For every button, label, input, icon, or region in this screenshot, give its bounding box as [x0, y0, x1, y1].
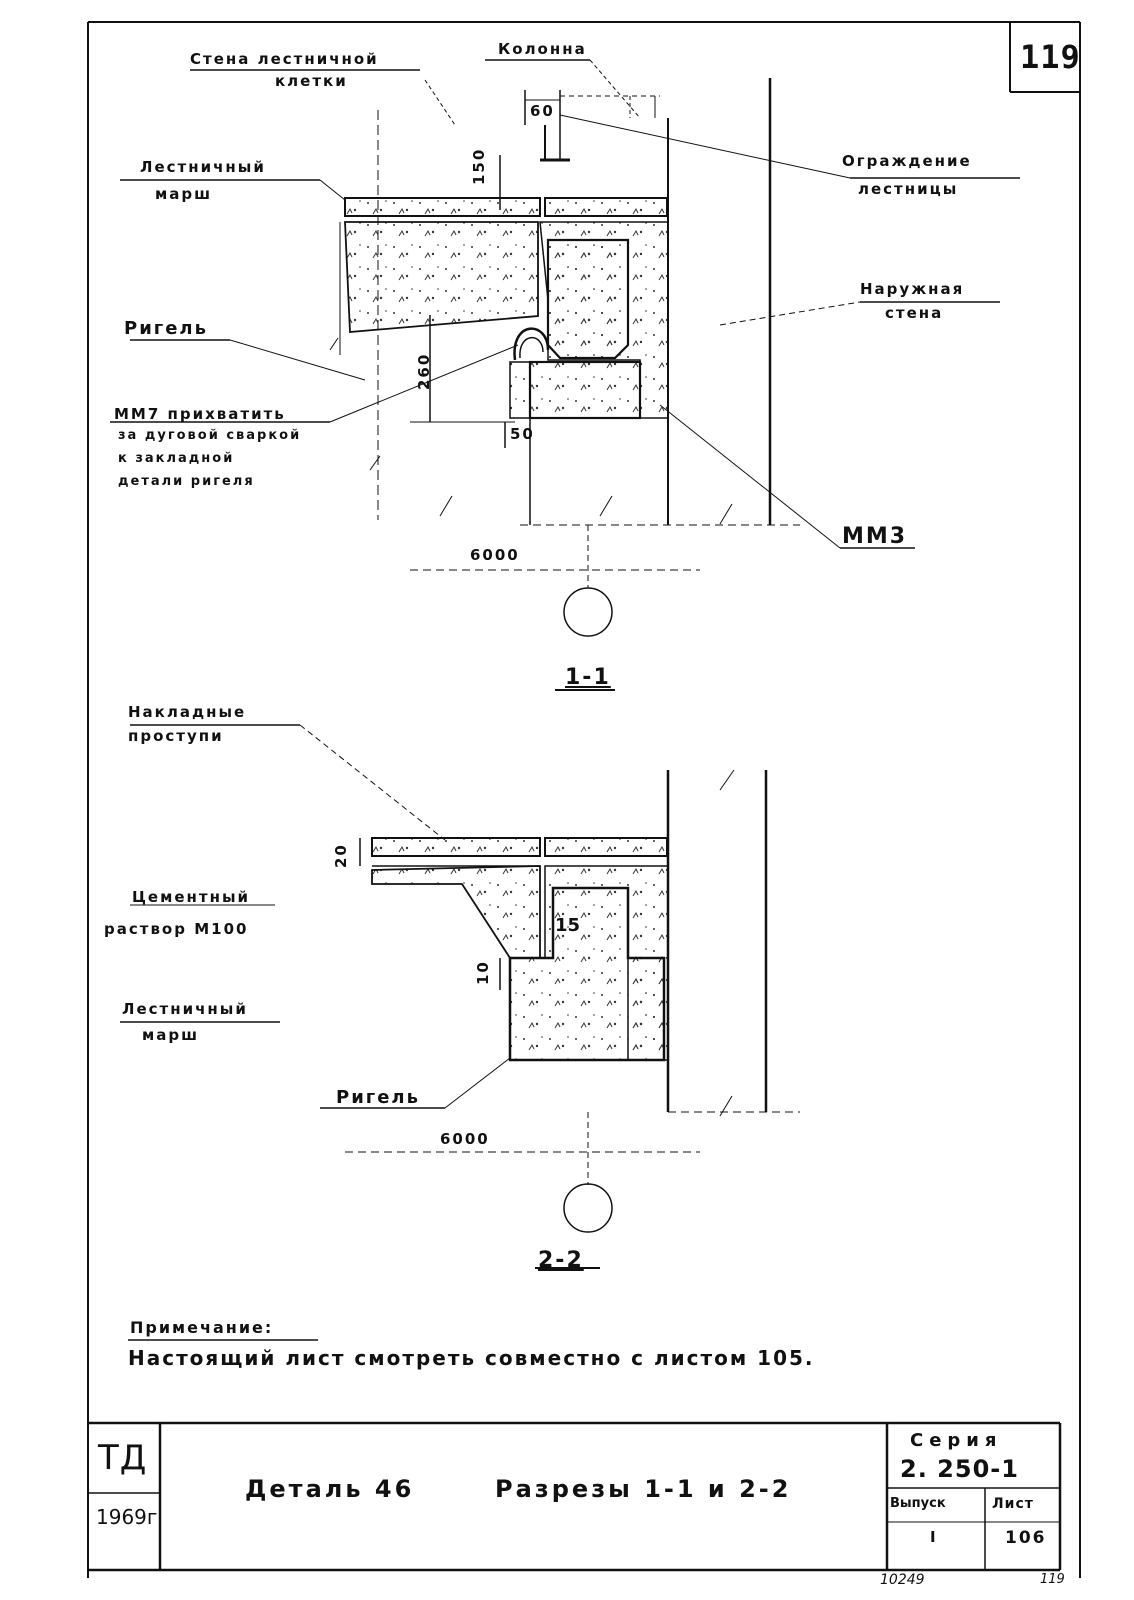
label-outer-wall-2: стена: [885, 304, 944, 322]
label-mm7-2: за дуговой сваркой: [118, 428, 302, 443]
code-left: 10249: [880, 1572, 925, 1588]
label-stair-flight-s2-2: марш: [142, 1026, 200, 1044]
label-overlay-steps: Накладные: [128, 703, 247, 721]
sheet-value: 106: [1005, 1528, 1047, 1548]
label-overlay-steps-2: проступи: [128, 727, 224, 745]
label-stairwell-wall: Стена лестничной: [190, 50, 379, 68]
label-mm7-4: детали ригеля: [118, 474, 255, 489]
section-1-1: [110, 59, 1020, 691]
label-railing: Ограждение: [842, 152, 972, 170]
label-stair-flight-s2: Лестничный: [122, 1000, 248, 1018]
issue-value: I: [930, 1528, 938, 1546]
issue-label: Выпуск: [890, 1496, 946, 1511]
dim-span-1: 6000: [470, 546, 520, 564]
label-girder: Ригель: [124, 318, 208, 339]
title-block: [88, 1421, 1062, 1572]
dim-260: 260: [415, 352, 433, 390]
section-1-title: 1-1: [565, 665, 611, 690]
page-number: 119: [1020, 38, 1081, 76]
code-right: 119: [1040, 1572, 1065, 1587]
sheet-frame: [87, 21, 1081, 1578]
section-2-title: 2-2: [538, 1248, 584, 1273]
label-mortar: Цементный: [132, 888, 251, 906]
year: 1969г: [96, 1505, 158, 1529]
label-stair-flight: Лестничный: [140, 158, 266, 176]
label-stairwell-wall-2: клетки: [275, 72, 348, 90]
dim-10: 10: [474, 960, 492, 985]
label-mortar-2: раствор М100: [104, 920, 249, 938]
dim-50: 50: [510, 425, 535, 443]
logo-td: ТД: [98, 1438, 148, 1478]
dim-60: 60: [530, 102, 555, 120]
label-mm7-3: к закладной: [118, 451, 235, 466]
label-column: Колонна: [498, 40, 587, 58]
dim-15: 15: [555, 915, 581, 936]
label-mm3: ММ3: [842, 524, 908, 549]
note-text: Настоящий лист смотреть совместно с лист…: [128, 1346, 815, 1370]
series-label: Серия: [910, 1430, 1003, 1451]
series-value: 2. 250-1: [900, 1455, 1019, 1483]
dim-150: 150: [470, 147, 488, 185]
label-girder-s2: Ригель: [336, 1087, 420, 1108]
section-2-2: [120, 724, 800, 1269]
note-heading: Примечание:: [130, 1318, 274, 1337]
title-right: Разрезы 1-1 и 2-2: [495, 1475, 792, 1503]
label-outer-wall: Наружная: [860, 280, 965, 298]
sheet-label: Лист: [992, 1496, 1034, 1512]
dim-20: 20: [332, 843, 350, 868]
label-mm7: ММ7 прихватить: [114, 405, 286, 423]
title-left: Деталь 46: [245, 1475, 415, 1503]
label-railing-2: лестницы: [858, 180, 959, 198]
dim-span-2: 6000: [440, 1130, 490, 1148]
label-stair-flight-2: марш: [155, 185, 213, 203]
